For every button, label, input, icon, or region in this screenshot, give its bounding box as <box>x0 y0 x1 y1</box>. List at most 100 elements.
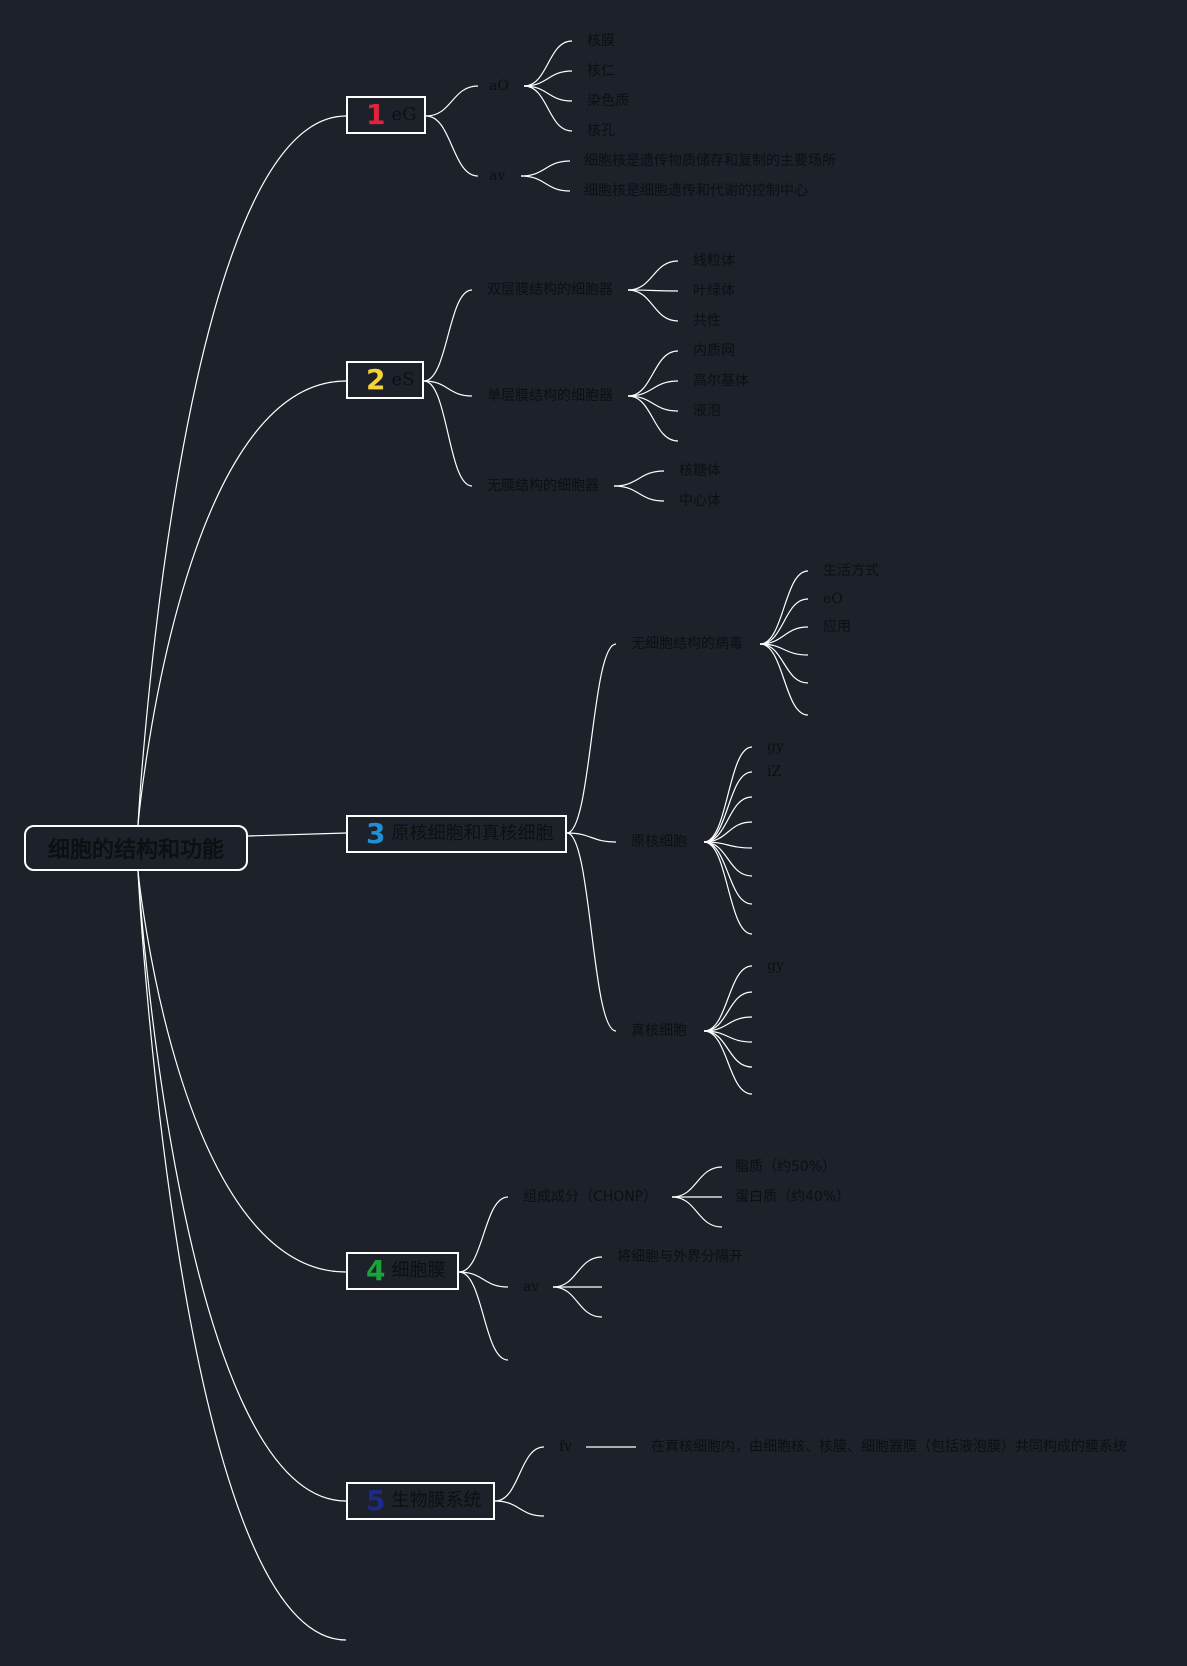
b3-g2-item[interactable]: iZ <box>767 764 782 780</box>
connector-line <box>137 870 347 1502</box>
connector-line <box>613 485 665 502</box>
b1-g1-item[interactable]: 核膜 <box>587 33 615 49</box>
connector-line <box>627 395 679 412</box>
connector-line <box>523 85 573 132</box>
connector-line <box>703 1030 753 1068</box>
b3-g2-item[interactable]: gy <box>767 739 784 755</box>
b2-g3-item[interactable]: 核糖体 <box>679 463 721 479</box>
branch-3-label: 原核细胞和真核细胞 <box>391 823 554 844</box>
connector-line <box>458 1196 509 1273</box>
b2-group-2-label[interactable]: 单层膜结构的细胞器 <box>487 388 613 404</box>
connector-line <box>671 1196 723 1228</box>
b2-group-1-label[interactable]: 双层膜结构的细胞器 <box>487 282 613 298</box>
b3-group-2-label[interactable]: 原核细胞 <box>631 834 687 850</box>
branch-1-label: eG <box>391 104 417 125</box>
connector-line <box>627 380 679 397</box>
connector-line <box>458 1271 509 1361</box>
connector-line <box>671 1166 723 1198</box>
root-node[interactable]: 细胞的结构和功能 <box>24 825 248 871</box>
connector-line <box>759 598 809 645</box>
b4-g1-item[interactable]: 蛋白质（约40%） <box>735 1189 851 1205</box>
connector-line <box>523 40 573 87</box>
connector-line <box>137 870 347 1641</box>
connector-line <box>627 350 679 397</box>
branch-2-node[interactable]: 2 eS <box>346 361 424 399</box>
b1-g2-item[interactable]: 细胞核是遗传物质储存和复制的主要场所 <box>584 153 836 169</box>
connector-line <box>759 643 809 716</box>
connector-line <box>759 643 809 684</box>
connector-line <box>552 1256 603 1288</box>
connector-line <box>703 1030 753 1095</box>
connector-line <box>137 115 347 826</box>
connector-line <box>759 626 809 645</box>
branch-5-number: 5 <box>366 1484 386 1517</box>
b2-g2-item[interactable]: 液泡 <box>693 403 721 419</box>
connector-line <box>566 832 617 1032</box>
b1-g2-item[interactable]: 细胞核是细胞遗传和代谢的控制中心 <box>584 183 808 199</box>
b4-group-1-label[interactable]: 组成成分（CHONP） <box>523 1189 658 1205</box>
b1-g1-item[interactable]: 核孔 <box>587 123 615 139</box>
connector-line <box>566 643 617 834</box>
b3-g1-item[interactable]: 应用 <box>823 619 851 635</box>
b2-g2-item[interactable]: 高尔基体 <box>693 373 749 389</box>
connector-line <box>703 771 753 843</box>
connector-line <box>425 115 479 177</box>
b2-group-3-label[interactable]: 无膜结构的细胞器 <box>487 478 599 494</box>
b2-g3-item[interactable]: 中心体 <box>679 493 721 509</box>
branch-1-number: 1 <box>366 98 386 131</box>
b2-g1-item[interactable]: 叶绿体 <box>693 283 735 299</box>
connector-line <box>566 832 617 843</box>
connector-line <box>703 841 753 877</box>
branch-2-number: 2 <box>366 363 386 396</box>
connector-line <box>759 570 809 645</box>
b5-group-1-label[interactable]: fv <box>559 1439 573 1455</box>
branch-1-node[interactable]: 1 eG <box>346 96 426 134</box>
connector-line <box>458 1271 509 1288</box>
b5-g1-description[interactable]: 在真核细胞内，由细胞核、核膜、细胞器膜（包括液泡膜）共同构成的膜系统 <box>651 1439 1127 1455</box>
b3-g1-item[interactable]: 生活方式 <box>823 563 879 579</box>
b3-g1-item[interactable]: eO <box>823 591 843 607</box>
connector-line <box>703 821 753 843</box>
connector-line <box>627 289 679 322</box>
connector-line <box>627 260 679 291</box>
connector-line <box>703 841 753 905</box>
branch-3-number: 3 <box>366 817 386 850</box>
b4-g2-item[interactable]: 将细胞与外界分隔开 <box>617 1249 743 1265</box>
connector-line <box>703 841 753 935</box>
b1-group-2-label[interactable]: av <box>489 168 506 184</box>
connector-line <box>425 85 479 117</box>
b3-group-3-label[interactable]: 真核细胞 <box>631 1023 687 1039</box>
branch-3-node[interactable]: 3 原核细胞和真核细胞 <box>346 815 567 853</box>
branch-2-label: eS <box>391 369 415 390</box>
branch-5-label: 生物膜系统 <box>391 1490 482 1511</box>
connector-line <box>703 746 753 843</box>
b3-g3-item[interactable]: gy <box>767 958 784 974</box>
connector-line <box>137 870 347 1273</box>
b1-g1-item[interactable]: 核仁 <box>587 63 615 79</box>
connector-line <box>703 965 753 1032</box>
connector-line <box>494 1446 545 1502</box>
connector-line <box>423 289 473 382</box>
b1-g1-item[interactable]: 染色质 <box>587 93 629 109</box>
connector-line <box>552 1286 603 1318</box>
b2-g2-item[interactable]: 内质网 <box>693 343 735 359</box>
b4-group-2-label[interactable]: av <box>523 1279 540 1295</box>
b2-g1-item[interactable]: 线粒体 <box>693 253 735 269</box>
connector-line <box>703 1016 753 1032</box>
connector-line <box>423 380 473 487</box>
connector-line <box>520 175 571 192</box>
branch-4-node[interactable]: 4 细胞膜 <box>346 1252 459 1290</box>
connector-line <box>613 470 665 487</box>
b1-group-1-label[interactable]: aO <box>489 78 509 94</box>
connector-line <box>137 380 347 826</box>
b4-g1-item[interactable]: 脂质（约50%） <box>735 1159 837 1175</box>
b2-g1-item[interactable]: 共性 <box>693 313 721 329</box>
branch-4-label: 细胞膜 <box>391 1260 446 1281</box>
b3-group-1-label[interactable]: 无细胞结构的病毒 <box>631 636 743 652</box>
connector-line <box>523 70 573 87</box>
branch-5-node[interactable]: 5 生物膜系统 <box>346 1482 495 1520</box>
connector-line <box>703 796 753 843</box>
connector-line <box>703 991 753 1032</box>
